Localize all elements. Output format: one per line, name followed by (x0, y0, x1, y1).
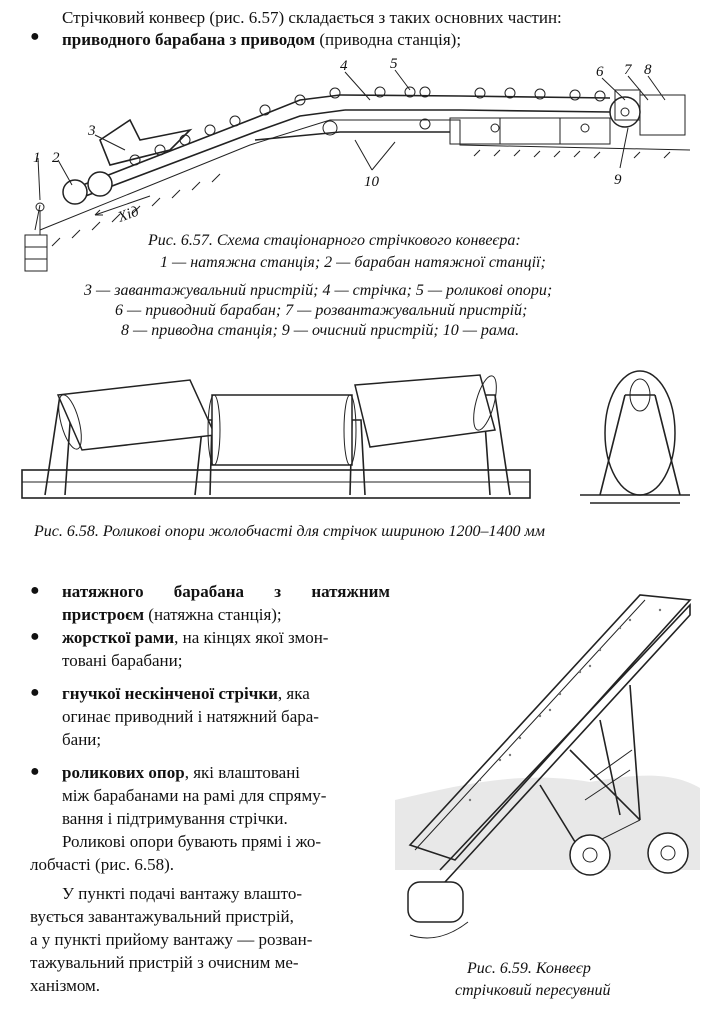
fig57-label-10: 10 (364, 174, 380, 190)
fig57-caption-line5: 8 — приводна станція; 9 — очисний пристр… (121, 322, 520, 339)
mobile-conveyor-figure (395, 594, 700, 939)
list-item-rollers-line3: вання і підтримування стрічки. (62, 809, 288, 828)
fig57-label-9: 9 (614, 172, 622, 188)
roller-supports (129, 86, 606, 166)
fig57-caption-line1: Рис. 6.57. Схема стаціонарного стрічково… (148, 232, 521, 249)
end-drum (407, 881, 464, 923)
list-item-rollers-line2: між барабанами на рамі для спряму- (62, 786, 327, 805)
list-item-text: , яка (277, 684, 310, 703)
list-item-belt-line2: огинає приводний і натяжний бара- (62, 707, 319, 726)
para2-line5: ханізмом. (30, 976, 101, 995)
intro-line: Стрічковий конвеєр (рис. 6.57) складаєть… (62, 8, 562, 27)
list-item-bold: роликових опор (62, 763, 185, 782)
list-item-text: (натяжна станція); (144, 605, 282, 624)
tension-drum (62, 179, 88, 205)
list-item-tension-drum-line2: пристроєм (натяжна станція); (62, 603, 282, 626)
fig57-label-2: 2 (52, 150, 60, 166)
trough-roller-figure (21, 370, 690, 504)
fig57-label-1: 1 (33, 150, 41, 166)
list-item-belt-line3: бани; (62, 730, 102, 749)
bullet: ● (30, 28, 40, 45)
bullet: ● (30, 628, 40, 645)
para1-line2: лобчасті (рис. 6.58). (30, 855, 174, 874)
loading-hopper (99, 118, 193, 166)
ground-hatch (51, 149, 671, 247)
wheel (569, 834, 611, 876)
fig57-label-6: 6 (596, 64, 604, 80)
wheel (647, 832, 689, 874)
para1-line1: Роликові опори бувають прямі і жо- (62, 832, 322, 851)
fig59-caption-line1: Рис. 6.59. Конвеєр (467, 960, 591, 977)
list-item-text: , на кінцях якої змон- (174, 628, 329, 647)
fig57-caption-line3: 3 — завантажувальний пристрій; 4 — стріч… (84, 282, 553, 299)
right-roller (354, 374, 496, 448)
list-item-text: , які влаштовані (184, 763, 301, 782)
fig57-label-3: 3 (87, 123, 96, 139)
fig59-caption-line2: стрічковий пересувний (455, 982, 611, 999)
belt-texture (468, 608, 662, 802)
list-item-frame-line2: товані барабани; (62, 651, 183, 670)
list-item-bold: жорсткої рами (62, 628, 175, 647)
list-item-bold: пристроєм (62, 605, 145, 624)
para2-line1: У пункті подачі вантажу влашто- (62, 884, 302, 903)
bullet: ● (30, 582, 40, 599)
fig57-label-4: 4 (340, 58, 348, 74)
middle-roller (211, 394, 353, 466)
fig57-label-7: 7 (624, 62, 633, 78)
counterweight (24, 234, 48, 272)
fig57-caption-line2: 1 — натяжна станція; 2 — барабан натяжно… (160, 254, 546, 271)
fig57-hod-label: Хід (115, 203, 141, 226)
conveyor-belt (408, 594, 692, 861)
list-item-tension-drum: натяжного барабана з натяжним (62, 582, 390, 601)
bullet: ● (30, 684, 40, 701)
para2-line2: вується завантажувальний пристрій, (30, 907, 294, 926)
list-item-drive-drum: приводного барабана з приводом (приводна… (62, 28, 461, 51)
para2-line4: тажувальний пристрій з очисним ме- (30, 953, 299, 972)
fig57-label-8: 8 (644, 62, 652, 78)
list-item-rollers: роликових опор, які влаштовані (62, 761, 390, 784)
para2-line3: а у пункті прийому вантажу — розван- (30, 930, 313, 949)
fig57-caption-line4: 6 — приводний барабан; 7 — розвантажувал… (115, 302, 528, 319)
bullet: ● (30, 763, 40, 780)
fig57-label-5: 5 (390, 56, 398, 72)
list-item-bold: приводного барабана з приводом (62, 30, 316, 49)
fig58-caption: Рис. 6.58. Роликові опори жолобчасті для… (34, 523, 545, 540)
conveyor-scheme-figure: 1 2 3 4 5 6 7 8 9 10 Хід (24, 56, 691, 272)
drive-station (639, 94, 686, 136)
list-item-frame: жорсткої рами, на кінцях якої змон- (62, 626, 390, 649)
list-item-text: (приводна станція); (315, 30, 462, 49)
list-item-bold: гнучкої нескінченої стрічки (62, 684, 278, 703)
list-item-belt: гнучкої нескінченої стрічки, яка (62, 682, 390, 705)
